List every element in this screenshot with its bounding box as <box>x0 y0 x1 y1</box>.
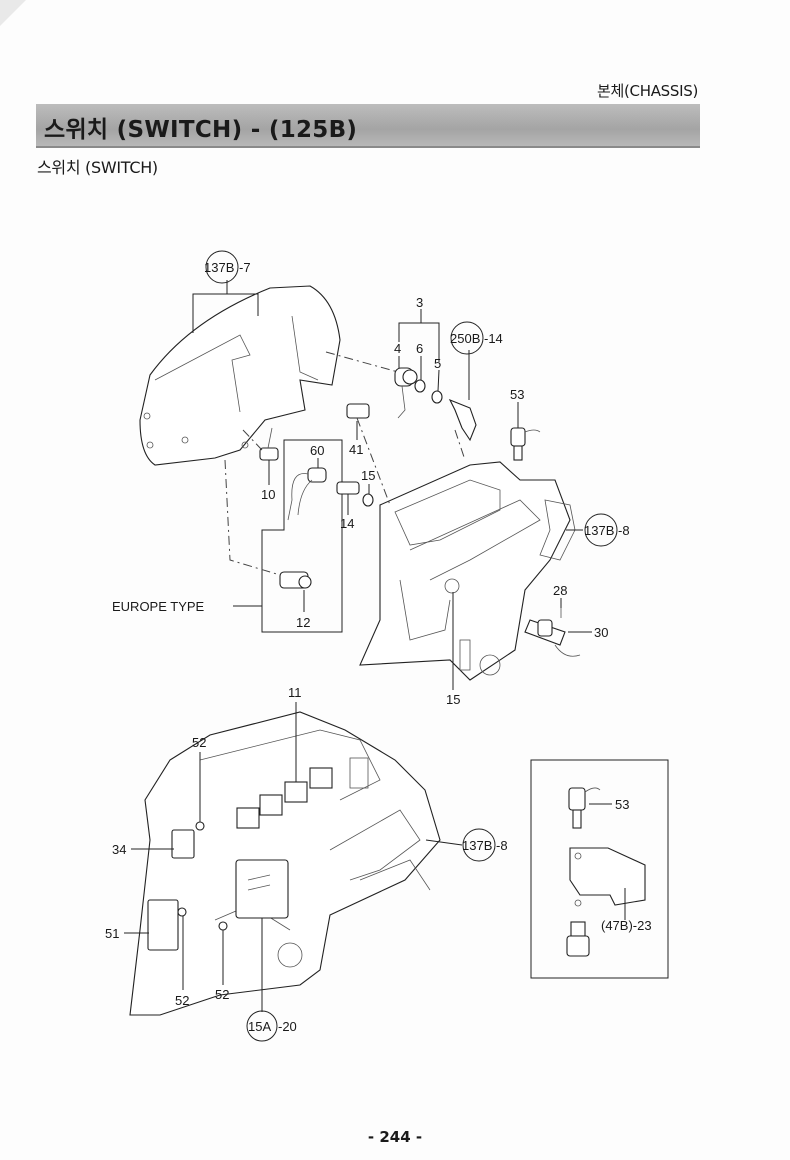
part-51 <box>147 899 179 951</box>
ref-137b-8-lower: 137B -8 <box>462 828 508 862</box>
label-part-10: 10 <box>261 487 275 502</box>
label-part-52: 52 <box>215 987 229 1002</box>
page-number: - 244 - <box>367 1128 423 1146</box>
svg-text:-8: -8 <box>618 523 630 538</box>
part-41 <box>346 403 370 419</box>
svg-text:15A: 15A <box>248 1019 271 1034</box>
page-corner <box>0 0 26 26</box>
part-5-ring <box>431 390 443 404</box>
label-part-34: 34 <box>112 842 126 857</box>
label-part-14: 14 <box>340 516 354 531</box>
label-part-53-inset: 53 <box>615 797 629 812</box>
svg-text:-14: -14 <box>484 331 503 346</box>
label-europe-type: EUROPE TYPE <box>112 599 205 614</box>
label-part-60: 60 <box>310 443 324 458</box>
part-12 <box>279 571 312 589</box>
section-label: 본체(CHASSIS) <box>596 82 698 100</box>
label-part-15-lower: 15 <box>446 692 460 707</box>
part-34 <box>171 829 195 859</box>
svg-text:-8: -8 <box>496 838 508 853</box>
key <box>448 398 477 442</box>
inset-box <box>530 759 669 979</box>
label-part-51: 51 <box>105 926 119 941</box>
ref-137b-8-upper: 137B -8 <box>584 513 630 547</box>
label-part-15: 15 <box>361 468 375 483</box>
svg-text:137B: 137B <box>204 260 234 275</box>
part-52-bolt <box>218 921 228 931</box>
svg-text:250B: 250B <box>450 331 480 346</box>
part-52-bolt <box>195 821 205 831</box>
label-part-52: 52 <box>175 993 189 1008</box>
inset-sensor-53 <box>568 787 601 829</box>
cover-panel <box>139 285 341 466</box>
ref-137b-7: 137B -7 <box>204 250 251 284</box>
part-14 <box>336 481 360 495</box>
ref-250b-14: 250B -14 <box>450 321 503 355</box>
label-part-6: 6 <box>416 341 423 356</box>
svg-text:137B: 137B <box>584 523 614 538</box>
part-30 <box>524 619 581 657</box>
part-60 <box>287 467 327 521</box>
label-part-30: 30 <box>594 625 608 640</box>
label-part-4: 4 <box>394 341 401 356</box>
label-part-3: 3 <box>416 295 423 310</box>
label-part-12: 12 <box>296 615 310 630</box>
part-52-bolt <box>177 907 187 917</box>
page-title: 스위치 (SWITCH) - (125B) <box>44 117 358 143</box>
part-15-ring <box>362 493 374 507</box>
label-part-52: 52 <box>192 735 206 750</box>
ref-15a-20: 15A -20 <box>246 1010 297 1042</box>
inset-bracket <box>569 847 646 906</box>
part-4-switch <box>394 367 418 419</box>
controller-unit <box>235 859 289 919</box>
label-part-5: 5 <box>434 356 441 371</box>
part-11-relays <box>236 767 333 829</box>
label-ref-47b-23: (47B)-23 <box>601 918 652 933</box>
label-part-41: 41 <box>349 442 363 457</box>
inset-sensor-lower <box>566 921 590 957</box>
part-6-ring <box>414 379 426 393</box>
frame-structure <box>359 461 571 681</box>
svg-text:-7: -7 <box>239 260 251 275</box>
part-10 <box>259 427 279 461</box>
svg-text:137B: 137B <box>462 838 492 853</box>
label-part-53: 53 <box>510 387 524 402</box>
label-part-11: 11 <box>288 685 302 700</box>
part-53-sensor <box>510 427 541 461</box>
page-subtitle: 스위치 (SWITCH) <box>37 158 158 177</box>
label-part-28: 28 <box>553 583 567 598</box>
title-banner: 스위치 (SWITCH) - (125B) <box>36 104 700 148</box>
europe-type-box <box>261 439 343 633</box>
svg-text:-20: -20 <box>278 1019 297 1034</box>
